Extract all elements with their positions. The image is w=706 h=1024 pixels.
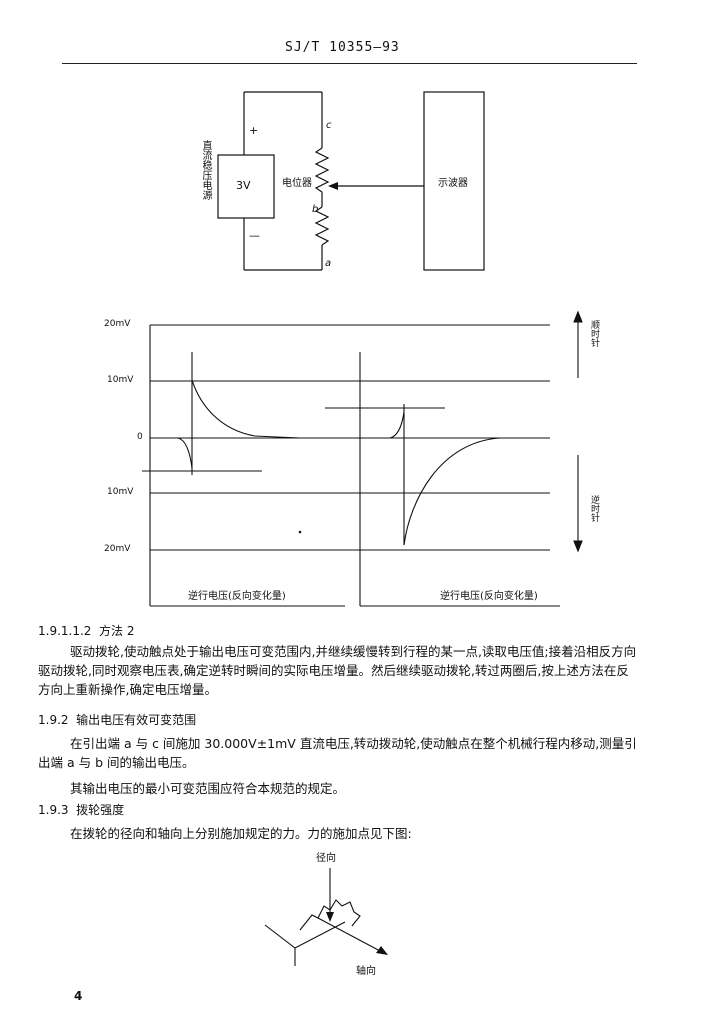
circuit-diagram: [217, 91, 485, 271]
right-panel-caption: 逆行电压(反向变化量): [440, 591, 538, 602]
y-label-top-10mv: 10mV: [107, 375, 134, 385]
y-label-top-20mv: 20mV: [104, 319, 131, 329]
terminal-c-label: c: [326, 120, 332, 131]
terminal-b-label: b: [312, 204, 319, 215]
arrow-down-icon: [573, 540, 583, 553]
oscilloscope-box: [423, 91, 485, 271]
terminal-a-label: a: [325, 258, 332, 269]
y-label-bottom-20mv: 20mV: [104, 544, 131, 554]
wiper-arrow-icon: [328, 182, 338, 190]
plus-terminal: +: [249, 124, 259, 137]
potentiometer-label: 电位器: [282, 178, 312, 189]
oscilloscope-label: 示波器: [438, 178, 468, 189]
counterclockwise-label: 逆时针: [589, 495, 599, 522]
page-number: 4: [74, 989, 83, 1003]
radial-label: 径向: [316, 853, 336, 864]
power-source-box: [217, 154, 275, 219]
paragraph-output-range: 在引出端 a 与 c 间施加 30.000V±1mV 直流电压,转动拨动轮,使动…: [38, 736, 637, 770]
waveform-chart: [142, 324, 560, 607]
document-number: SJ/T 10355—93: [285, 40, 400, 55]
paragraph-method-2: 驱动拨轮,使动触点处于输出电压可变范围内,并继续缓慢转到行程的某一点,读取电压值…: [38, 644, 637, 697]
header-rule: [62, 63, 637, 64]
power-source-value: 3V: [236, 179, 251, 192]
axial-arrow-icon: [376, 946, 388, 955]
paragraph-min-range: 其输出电压的最小可变范围应符合本规范的规定。: [70, 781, 346, 796]
section-1-9-3-heading: 1.9.3 拨轮强度: [38, 803, 125, 817]
power-source-label: 直流稳压电源: [200, 140, 211, 200]
force-diagram: [264, 868, 383, 966]
arrow-up-icon: [573, 310, 583, 323]
section-1-9-1-1-2-heading: 1.9.1.1.2 方法 2: [38, 624, 135, 638]
paragraph-wheel-strength: 在拨轮的径向和轴向上分别施加规定的力。力的施加点见下图:: [70, 826, 412, 841]
y-label-zero: 0: [137, 432, 143, 442]
radial-arrow-icon: [326, 912, 334, 922]
left-panel-caption: 逆行电压(反向变化量): [188, 591, 286, 602]
clockwise-label: 顺时针: [589, 320, 599, 347]
y-label-bottom-10mv: 10mV: [107, 487, 134, 497]
minus-terminal: —: [249, 229, 260, 242]
axial-label: 轴向: [356, 966, 376, 977]
direction-arrows: [573, 310, 583, 553]
section-1-9-2-heading: 1.9.2 输出电压有效可变范围: [38, 713, 197, 727]
